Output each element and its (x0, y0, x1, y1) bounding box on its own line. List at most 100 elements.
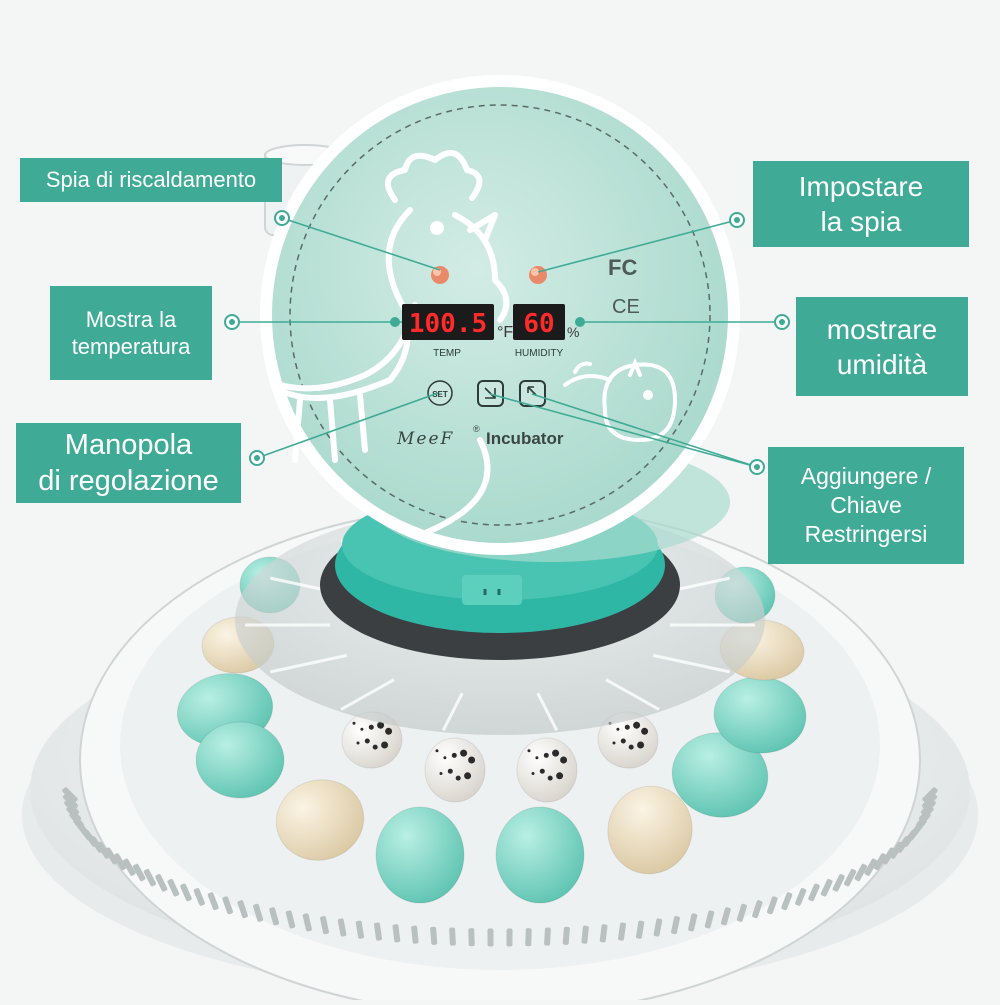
temperature-unit: °F (497, 324, 513, 341)
vent-slot (808, 883, 820, 902)
callout-show-temperature: Mostra la temperatura (50, 286, 212, 380)
egg-speckle (535, 756, 539, 760)
vent-slot (392, 924, 401, 943)
dome-rib (269, 653, 348, 674)
egg-speckle (624, 724, 630, 730)
callout-adjust-knob-line2: di regolazione (38, 465, 219, 497)
vent-slot (721, 907, 731, 926)
vent-slot (767, 896, 778, 915)
egg-speckle (360, 727, 364, 731)
vent-slot (122, 858, 136, 876)
egg-speckle (464, 772, 472, 780)
vent-slot (237, 900, 248, 919)
egg-speckle (468, 756, 476, 764)
vent-slot (618, 922, 626, 941)
fcc-mark: FC (608, 255, 637, 280)
quail-egg (424, 737, 486, 803)
temperature-readout: 100.5 (409, 309, 487, 339)
vent-slot (143, 869, 156, 887)
vent-slot (525, 928, 532, 947)
egg-speckle (612, 741, 616, 745)
egg-speckle (372, 744, 378, 750)
egg-speckle (527, 749, 531, 753)
arrow-down-icon (484, 387, 496, 399)
callout-show-humidity: mostrare umidità (796, 297, 968, 396)
vent-slot (302, 913, 312, 932)
egg-speckle (381, 741, 389, 749)
egg-speckle (547, 775, 553, 781)
vent-slot (253, 903, 264, 922)
egg-speckle (352, 721, 356, 725)
vent-slot (62, 787, 78, 803)
callout-heating-light: Spia di riscaldamento (20, 158, 282, 202)
callout-show-humidity-line1: mostrare (826, 313, 938, 345)
vent-slot (581, 925, 589, 944)
quail-egg (516, 737, 578, 803)
vent-slot (795, 888, 807, 906)
vent-slot (704, 910, 715, 929)
humidity-label: HUMIDITY (515, 348, 564, 359)
vent-slot (167, 878, 180, 897)
temperature-display: 100.5 °F TEMP (402, 304, 513, 359)
egg-speckle (377, 721, 385, 729)
egg-speckle (455, 775, 461, 781)
vent-slot (285, 910, 296, 929)
egg-speckle (552, 749, 560, 757)
dome-rib (536, 692, 559, 731)
vent-slot (736, 903, 747, 922)
egg-speckle (637, 741, 645, 749)
egg-speckle (628, 744, 634, 750)
vent-slot (269, 907, 279, 926)
egg-speckle (633, 721, 641, 729)
callout-leaders (232, 217, 782, 468)
egg-speckle (356, 741, 360, 745)
egg-speckle (385, 727, 393, 735)
callout-adjust-knob: Manopola di regolazione (16, 423, 241, 503)
vent-slot (374, 922, 382, 941)
vent-slot (62, 793, 78, 810)
dome-rib (652, 653, 731, 674)
humidity-readout: 60 (523, 309, 554, 339)
callout-adjust-keys-line3: Restringersi (804, 520, 928, 547)
ce-mark: CE (612, 296, 640, 318)
egg-speckle (439, 772, 443, 775)
egg-speckle (447, 768, 453, 774)
egg-speckle (543, 752, 549, 758)
vent-slot (155, 874, 168, 892)
vent-slot (752, 900, 763, 919)
control-panel: FC CE 100.5 °F TEMP 60 % HUMIDITY SET (260, 75, 740, 555)
vent-slot (506, 928, 513, 947)
power-socket (462, 575, 522, 605)
vent-slot (544, 927, 551, 946)
callout-heating-light-text: Spia di riscaldamento (45, 167, 257, 193)
egg-speckle (364, 738, 370, 744)
vent-slot (411, 925, 419, 944)
egg-speckle (641, 727, 649, 735)
set-button-label: SET (432, 390, 448, 399)
egg-speckle (368, 724, 374, 730)
vent-slot (468, 928, 475, 947)
egg-speckle (460, 749, 468, 757)
egg-speckle (443, 756, 447, 760)
vent-slot (113, 853, 127, 871)
temp-label: TEMP (433, 348, 461, 359)
vent-slot (487, 928, 494, 947)
vent-slot (449, 927, 456, 946)
set-button[interactable]: SET (427, 380, 453, 406)
vent-slot (688, 913, 698, 932)
callout-set-light: Impostare la spia (753, 161, 969, 247)
vent-slot (104, 847, 118, 865)
vent-slot (671, 916, 680, 935)
egg-speckle (616, 727, 620, 731)
vent-slot (844, 869, 857, 887)
vent-slot (562, 926, 570, 945)
egg-layout (176, 556, 807, 904)
vent-slot (873, 853, 887, 871)
humidity-unit: % (567, 324, 579, 340)
egg-speckle (435, 749, 439, 753)
callout-adjust-keys-line1: Aggiungere / (800, 463, 932, 490)
vent-slot (430, 926, 438, 945)
vent-slot (781, 892, 793, 911)
